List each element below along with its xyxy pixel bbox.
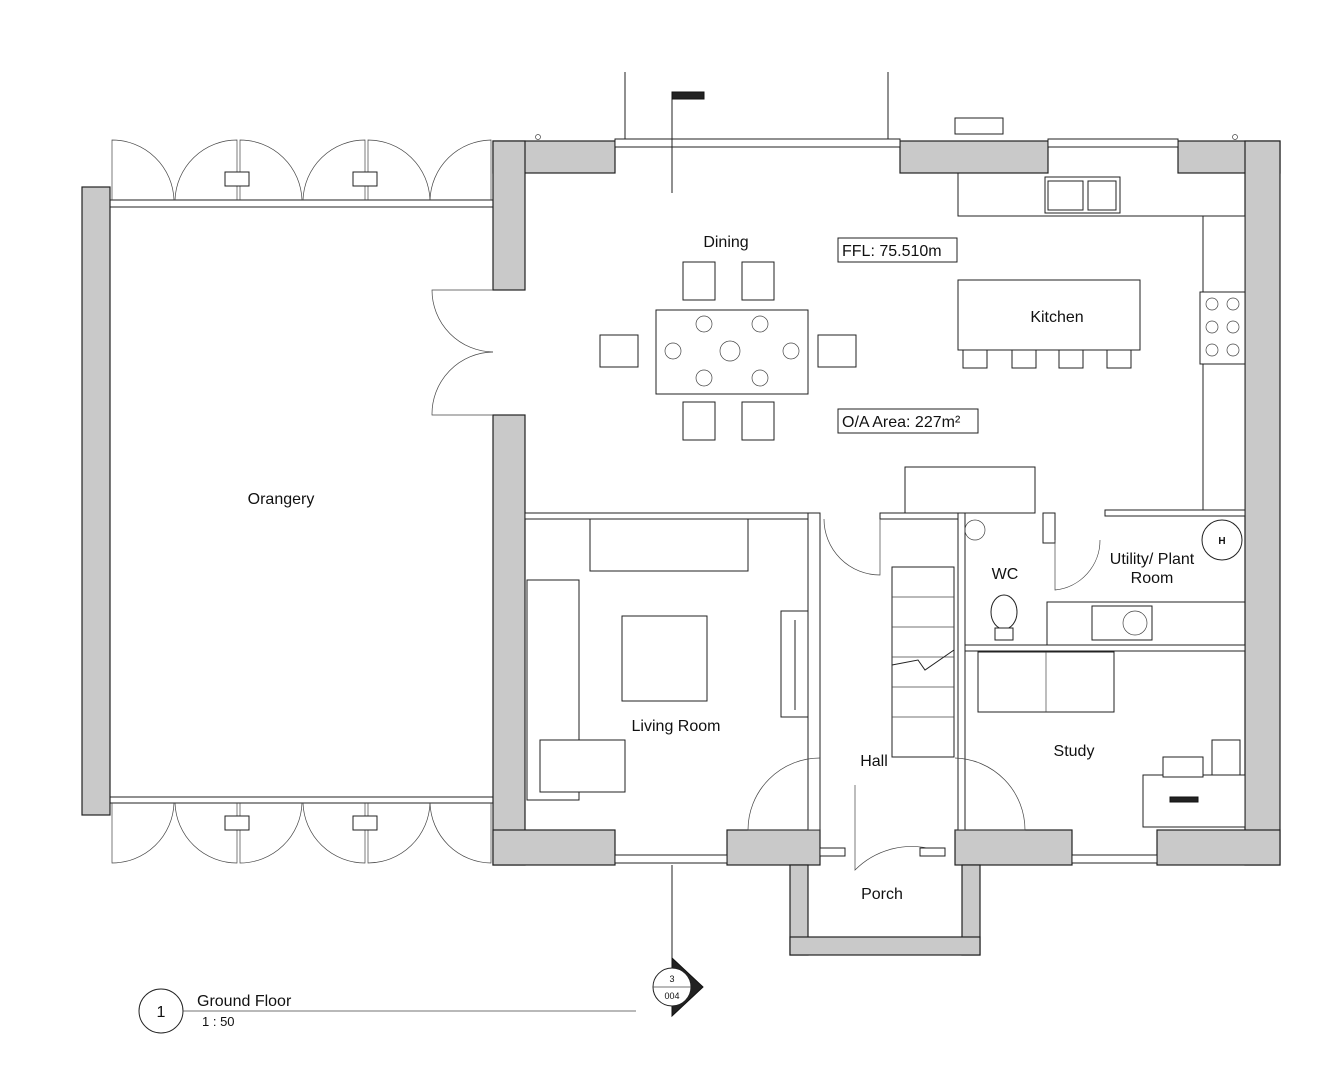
room-label-wc: WC [992,566,1019,583]
staircase [891,566,955,758]
area-annotation: O/A Area: 227m² [837,408,979,434]
room-label-utility-1: Utility/ Plant [1110,551,1195,568]
section-number: 3 [669,974,674,984]
external-walls [492,140,1281,956]
room-label-kitchen: Kitchen [1030,309,1083,326]
area-text: O/A Area: 227m² [842,414,961,431]
internal-walls [431,215,1246,871]
room-label-utility-2: Room [1131,570,1174,587]
living-room-furniture [526,518,809,801]
view-title: 1 Ground Floor 1 : 50 [138,988,636,1034]
room-label-living-room: Living Room [632,718,721,735]
bar-stools [962,349,1132,369]
ffl-text: FFL: 75.510m [842,243,942,260]
orangery-structure [81,139,493,864]
wc-utility-study-fittings [964,519,1246,828]
boiler-label: H [1218,536,1225,547]
room-label-hall: Hall [860,753,888,770]
kitchen-fittings [957,173,1246,510]
room-label-dining: Dining [703,234,748,251]
windows [535,72,1238,968]
view-number: 1 [157,1004,166,1021]
room-label-study: Study [1054,743,1095,760]
view-scale: 1 : 50 [202,1014,235,1029]
dining-table-set [599,261,857,441]
section-marker[interactable]: 3 004 [652,956,704,1018]
room-label-orangery: Orangery [248,491,315,508]
view-title-text: Ground Floor [197,993,292,1010]
section-sheet: 004 [664,991,679,1001]
ffl-annotation: FFL: 75.510m [837,237,958,263]
room-label-porch: Porch [861,886,903,903]
